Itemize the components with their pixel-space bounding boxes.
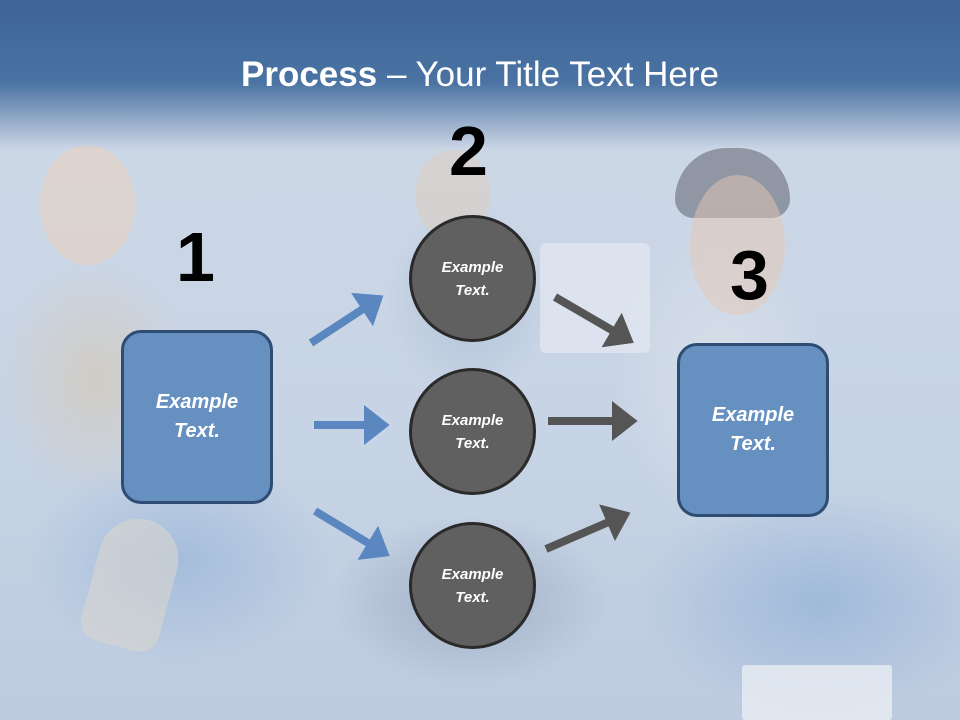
title-bold: Process [241,55,378,94]
photo-books [742,665,892,720]
photo-person-left [40,145,135,265]
slide-title: Process – Your Title Text Here [0,53,960,97]
circle-bottom-text: Example Text. [441,565,504,606]
step-number-3: 3 [730,236,769,314]
arrow-left-up [308,292,384,347]
photo-person-right [690,175,785,315]
circle-middle: Example Text. [409,368,536,495]
step-number-1: 1 [176,218,215,296]
step-number-2: 2 [449,112,488,190]
arrow-right-up [544,504,631,553]
circle-top: Example Text. [409,215,536,342]
left-box-text: Example Text. [155,391,239,442]
header-band [0,0,960,150]
circle-top-text: Example Text. [441,258,504,299]
right-box-text: Example Text. [711,404,795,455]
left-text-box: Example Text. [121,330,273,504]
title-rest: Your Title Text Here [415,55,720,94]
circle-bottom: Example Text. [409,522,536,649]
arrow-right-down [552,293,634,348]
title-separator: – [377,55,416,94]
circle-middle-text: Example Text. [441,411,504,452]
arrow-left-down [312,507,390,560]
right-text-box: Example Text. [677,343,829,517]
